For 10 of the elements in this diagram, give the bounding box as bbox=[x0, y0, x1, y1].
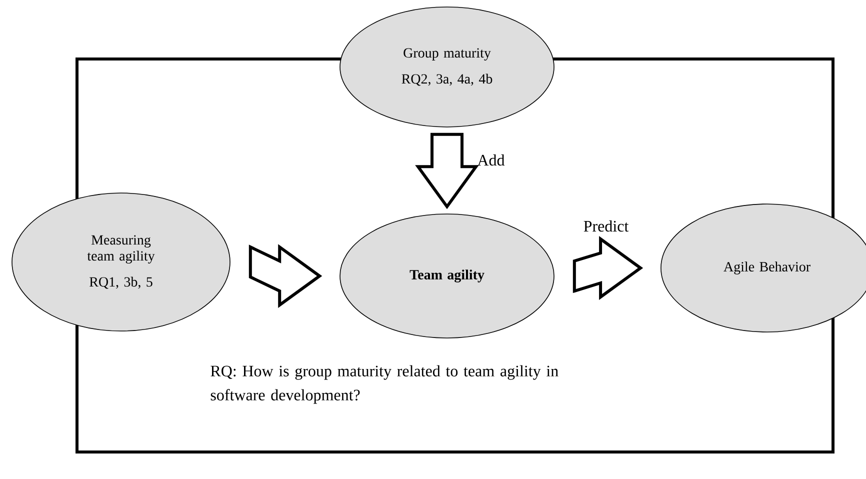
block-arrow bbox=[248, 244, 322, 308]
ellipse-node: Measuring team agility RQ1, 3b, 5 bbox=[12, 192, 230, 332]
edge-label: Add bbox=[477, 154, 505, 166]
ellipse-node: Team agility bbox=[340, 214, 554, 338]
block-arrow bbox=[415, 132, 479, 210]
edge-label: Predict bbox=[584, 220, 629, 232]
question-text: RQ: How is group maturity related to team agility in software development? bbox=[210, 365, 558, 404]
block-arrow bbox=[572, 236, 644, 300]
ellipse-node: Agile Behavior bbox=[660, 204, 866, 332]
ellipse-node: Group maturity RQ2, 3a, 4a, 4b bbox=[340, 6, 554, 128]
